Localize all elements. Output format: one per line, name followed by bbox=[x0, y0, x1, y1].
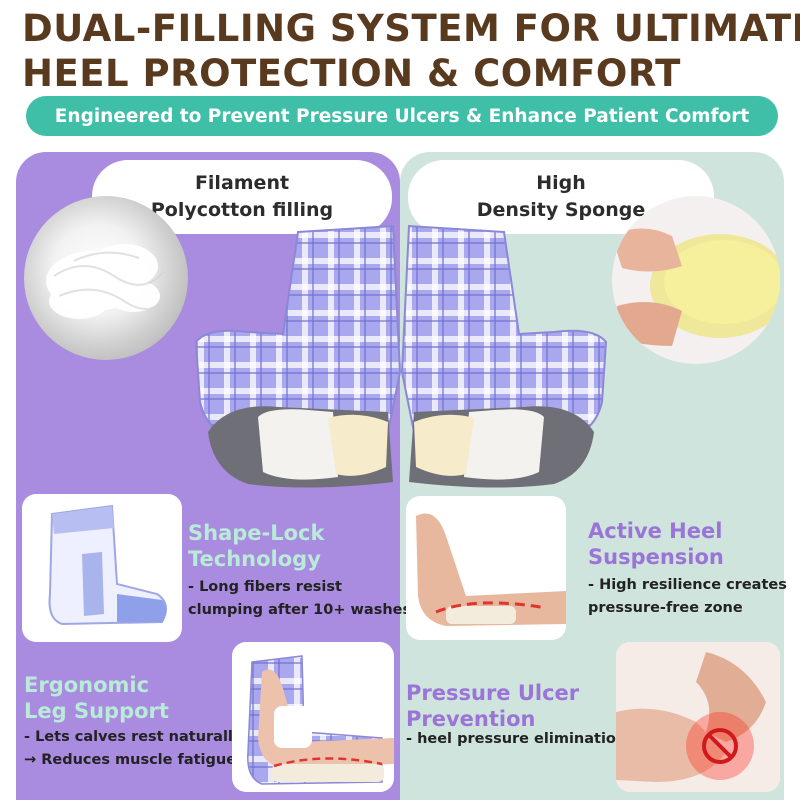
heel-suspension-image bbox=[406, 496, 566, 640]
ergonomic-title: Ergonomic Leg Support bbox=[24, 672, 169, 724]
shape-lock-description: - Long fibers resist clumping after 10+ … bbox=[188, 576, 411, 622]
ergonomic-title-line-1: Ergonomic bbox=[24, 673, 150, 697]
active-heel-title-line-2: Suspension bbox=[588, 545, 724, 569]
subtitle-banner: Engineered to Prevent Pressure Ulcers & … bbox=[26, 96, 778, 136]
prohibition-icon bbox=[702, 728, 738, 764]
headline: DUAL-FILLING SYSTEM FOR ULTIMATE HEEL PR… bbox=[22, 6, 800, 96]
pressure-ulcer-desc-line-1: - heel pressure elimination bbox=[406, 731, 627, 747]
ergonomic-desc-line-2: → Reduces muscle fatigue bbox=[24, 752, 237, 768]
active-heel-desc-line-1: - High resilience creates bbox=[588, 577, 787, 593]
right-header-label: High Density Sponge bbox=[408, 160, 714, 234]
active-heel-description: - High resilience creates pressure-free … bbox=[588, 574, 787, 620]
leg-support-image bbox=[232, 642, 394, 792]
shape-lock-desc-line-1: - Long fibers resist bbox=[188, 579, 342, 595]
shape-lock-title-line-2: Technology bbox=[188, 547, 321, 571]
pressure-ulcer-title-line-2: Prevention bbox=[406, 707, 536, 731]
pressure-ulcer-title-line-1: Pressure Ulcer bbox=[406, 681, 580, 705]
active-heel-title-line-1: Active Heel bbox=[588, 519, 723, 543]
polycotton-fiber-image bbox=[24, 196, 188, 360]
boot-diagram-image bbox=[22, 494, 182, 642]
right-header-line-2: Density Sponge bbox=[476, 199, 646, 221]
sponge-squeeze-image bbox=[612, 196, 780, 364]
right-header-line-1: High bbox=[536, 172, 586, 194]
ergonomic-desc-line-1: - Lets calves rest naturally bbox=[24, 729, 243, 745]
ergonomic-title-line-2: Leg Support bbox=[24, 699, 169, 723]
sore-heel-image bbox=[616, 642, 780, 792]
headline-line-2: HEEL PROTECTION & COMFORT bbox=[22, 52, 681, 95]
ergonomic-description: - Lets calves rest naturally → Reduces m… bbox=[24, 726, 242, 772]
active-heel-desc-line-2: pressure-free zone bbox=[588, 600, 743, 616]
left-header-line-2: Polycotton filling bbox=[150, 199, 334, 221]
shape-lock-title-line-1: Shape-Lock bbox=[188, 521, 325, 545]
pressure-ulcer-description: - heel pressure elimination bbox=[406, 728, 626, 751]
shape-lock-desc-line-2: clumping after 10+ washes bbox=[188, 602, 412, 618]
pressure-ulcer-title: Pressure Ulcer Prevention bbox=[406, 680, 579, 732]
left-header-line-1: Filament bbox=[194, 172, 290, 194]
headline-line-1: DUAL-FILLING SYSTEM FOR ULTIMATE bbox=[22, 7, 800, 50]
active-heel-title: Active Heel Suspension bbox=[588, 518, 724, 570]
shape-lock-title: Shape-Lock Technology bbox=[188, 520, 324, 572]
heel-protector-product bbox=[194, 224, 608, 488]
